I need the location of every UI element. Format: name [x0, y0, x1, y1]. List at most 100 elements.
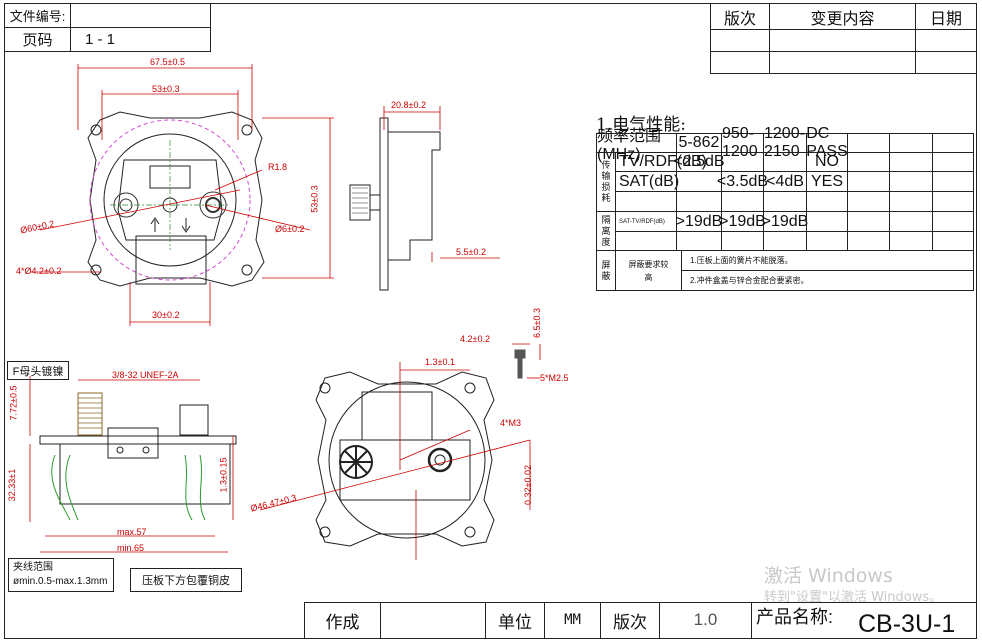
callout-press-plate: 压板下方包覆铜皮	[130, 568, 242, 592]
dim-radius: R1.8	[268, 162, 288, 172]
dim-screw-count: 4*M3	[500, 418, 522, 428]
dim-thread: 3/8-32 UNEF-2A	[112, 370, 179, 380]
rev-change-label: 变更内容	[810, 10, 875, 28]
detail-top-part	[361, 391, 433, 441]
page-label: 页码	[22, 32, 53, 49]
down-arrow	[181, 218, 191, 233]
spec-shield-label: 屏蔽要求较高	[628, 259, 669, 282]
watermark-line1: 激活 Windows	[764, 565, 893, 587]
spec-row-label-text: TV/RDF(dB)	[619, 153, 707, 170]
spec-freq-col-label: 5-862	[678, 134, 720, 151]
version-label: 版次	[613, 612, 647, 632]
spec-value-text: <3.5dB	[716, 172, 769, 190]
inner-part	[179, 404, 209, 436]
spec-value-text: YES	[810, 172, 843, 190]
callout-clamp-range: 夹线范围 ømin.0.5-max.1.3mm	[8, 558, 114, 592]
dim-screw-top: 4.2±0.2	[460, 334, 490, 344]
dim-f-thread-height: 7.72±0.5	[8, 385, 19, 421]
mount-hole	[90, 264, 102, 276]
reference-circle	[89, 119, 251, 281]
spec-value-text: <4dB	[766, 172, 804, 190]
spec-freq-header: 频率范围(MHz)	[596, 128, 677, 163]
unit-value-cell: MM	[544, 602, 601, 639]
spec-freq-header-label: 频率范围(MHz)	[597, 128, 662, 163]
f-thread-ridges	[78, 397, 102, 429]
mount-hole	[319, 382, 331, 394]
up-arrow	[150, 217, 160, 232]
detail-connector-inner	[434, 454, 446, 466]
made-by-cell: 作成	[304, 602, 381, 639]
dim-screw-spec: 5*M2.5	[540, 373, 569, 383]
spec-isolation-group-label: 隔离度	[600, 214, 611, 248]
file-no-label: 文件编号:	[9, 9, 66, 24]
version-label-cell: 版次	[600, 602, 660, 639]
watermark-line2: 转到"设置"以激活 Windows。	[764, 590, 943, 605]
version-value-cell: 1.0	[659, 602, 752, 639]
unit-label: 单位	[498, 612, 532, 632]
dim-top-width: 67.5±0.5	[150, 57, 185, 67]
spec-row-label-text: SAT-TV/RDF(dB)	[619, 218, 665, 225]
side-plate	[379, 117, 389, 291]
clamp-spring-right	[184, 454, 206, 521]
detail-plate-outline	[315, 371, 495, 547]
spec-shield-group-label: 屏蔽	[600, 259, 611, 282]
side-body	[388, 131, 441, 261]
f-thread	[77, 392, 103, 436]
dim-min-width: min.65	[117, 543, 145, 553]
spec-value-text: >19dB	[675, 212, 723, 230]
version-value: 1.0	[693, 610, 718, 629]
mount-hole	[241, 124, 253, 136]
side-view	[349, 117, 441, 291]
spec-shield-note-text: 2.冲件盒盖与锌合金配合要紧密。	[690, 276, 809, 285]
side-knob-shaft	[369, 194, 381, 211]
lower-block	[135, 235, 207, 285]
page-value-cell: 1 - 1	[70, 27, 211, 52]
title-block-topline	[304, 602, 977, 603]
dim-bottom-width: 30±0.2	[152, 310, 180, 320]
unit-value: MM	[564, 612, 581, 628]
spec-row-label-text: SAT(dB)	[619, 172, 680, 190]
side-dimensions	[383, 106, 500, 262]
detail-view	[315, 349, 526, 547]
lower-body	[39, 435, 237, 445]
rivet	[116, 446, 124, 454]
callout-f-female-label: F母头镀镍	[12, 365, 64, 378]
dim-body-height: 32.33±1	[7, 468, 18, 502]
inner-part	[107, 427, 159, 459]
screw-m25-shaft	[517, 357, 523, 379]
made-by-label: 作成	[325, 612, 360, 632]
rev-version-label: 版次	[723, 10, 756, 28]
page-value: 1 - 1	[85, 31, 116, 48]
side-knob-ridges	[352, 187, 368, 214]
dim-right-height: 1.3±0.15	[218, 457, 229, 493]
spec-freq-col-label: 1200-2150	[764, 125, 805, 160]
mount-hole	[464, 526, 476, 538]
callout-f-female: F母头镀镍	[7, 361, 69, 380]
spec-value-text: >19dB	[719, 212, 766, 230]
callout-press-plate-label: 压板下方包覆铜皮	[142, 575, 230, 587]
mount-hole	[464, 382, 476, 394]
callout-clamp-range-value: ømin.0.5-max.1.3mm	[13, 576, 108, 587]
callout-clamp-range-title: 夹线范围	[13, 562, 53, 573]
lower-left-view	[39, 392, 237, 521]
spec-loss-group-label: 传输损耗	[600, 160, 611, 204]
dim-side-depth: 20.8±0.2	[391, 100, 426, 110]
spec-value-text: NO	[815, 153, 839, 170]
detail-block	[339, 439, 471, 501]
screw-m25	[514, 349, 526, 359]
clamp-spring-left	[51, 454, 79, 521]
detail-dimensions	[259, 343, 541, 560]
lower-housing	[59, 443, 231, 505]
spec-value-text: >19dB	[761, 212, 809, 230]
rivet	[142, 446, 150, 454]
main-housing	[103, 133, 237, 267]
detail-housing	[328, 381, 486, 539]
spec-freq-col-label: DC PASS	[806, 125, 848, 160]
detail-connector	[427, 447, 453, 473]
dim-height: 53±0.3	[309, 185, 320, 213]
side-knob	[349, 184, 371, 221]
made-by-value-cell	[380, 602, 486, 639]
mount-hole	[241, 264, 253, 276]
front-plate-outline	[87, 111, 265, 287]
